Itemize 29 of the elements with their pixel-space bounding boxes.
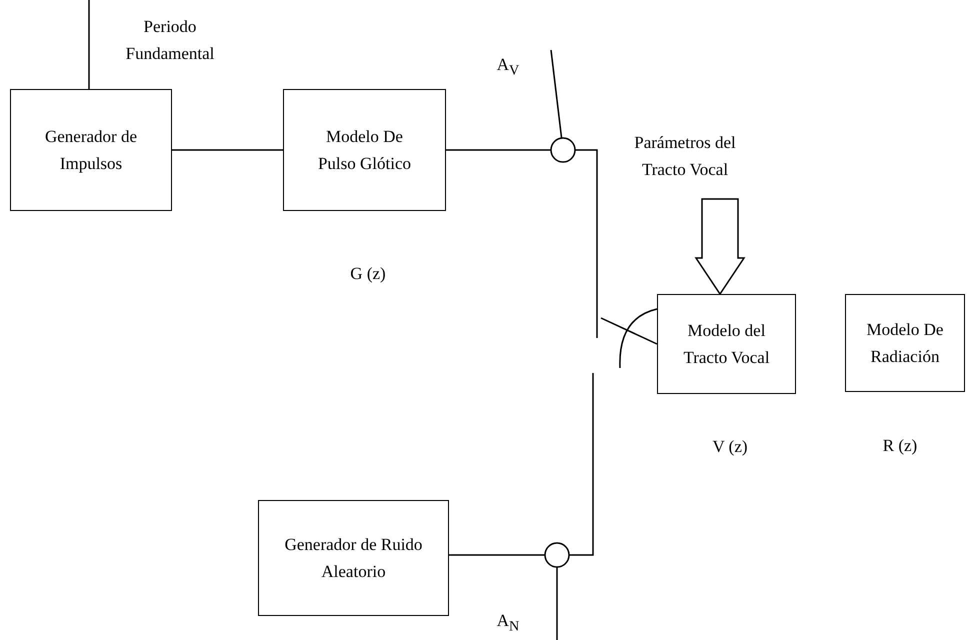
junction-circle <box>544 542 570 568</box>
period-label: Periodo Fundamental <box>124 16 216 65</box>
hollow-arrow <box>694 198 746 296</box>
process-box <box>258 500 449 616</box>
connector-line <box>172 149 283 151</box>
connector-line <box>569 373 594 556</box>
gain-label: A$_{V}$ <box>496 54 520 80</box>
connector-line <box>446 149 551 151</box>
switch-blade <box>600 317 658 345</box>
transfer-function-label: G (z) <box>349 263 387 285</box>
box-label: Modelo De Pulso Glótico <box>316 126 412 175</box>
transfer-function-label: V (z) <box>711 436 749 458</box>
parameter-label: Parámetros del Tracto Vocal <box>633 132 737 181</box>
process-box <box>657 294 796 394</box>
process-box <box>283 89 446 211</box>
transfer-function-label: R (z) <box>882 435 918 457</box>
box-label: Modelo del Tracto Vocal <box>682 320 771 369</box>
connector-line <box>88 0 90 89</box>
gain-label: A$_{N}$ <box>496 610 520 636</box>
connector-line <box>550 50 562 138</box>
junction-circle <box>550 137 576 163</box>
process-box <box>10 89 172 211</box>
connector-line <box>575 149 598 338</box>
box-label: Generador de Impulsos <box>44 126 138 175</box>
box-label: Generador de Ruido Aleatorio <box>284 534 424 583</box>
connector-line <box>449 554 545 556</box>
process-box <box>845 294 965 392</box>
box-label: Modelo De Radiación <box>866 319 944 368</box>
connector-line <box>556 567 558 640</box>
